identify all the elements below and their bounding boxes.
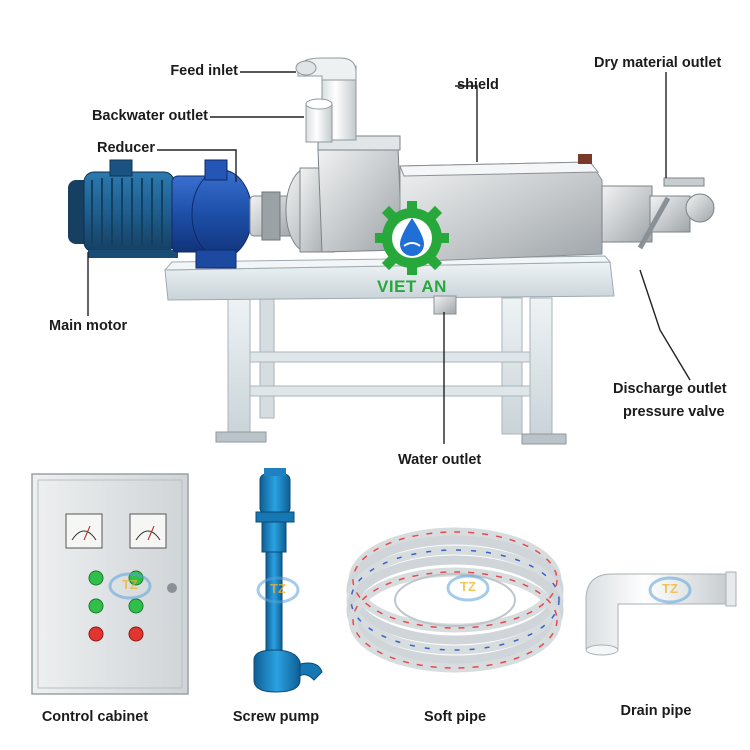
leader-shield [455,85,478,162]
water-outlet-nozzle [433,295,457,315]
screw-press-machine [68,57,715,445]
shield-cover [399,154,603,263]
control-cabinet [31,473,189,695]
viet-an-logo [375,201,449,275]
label-feed-inlet: Feed inlet [170,63,238,79]
label-water-outlet: Water outlet [398,452,482,468]
soft-pipe-coil [346,527,564,673]
logo-text: VIET AN [377,277,447,296]
watermark-soft-pipe: TZ [460,579,476,594]
label-reducer: Reducer [96,140,155,156]
label-main-motor: Main motor [49,318,128,334]
reducer-gearbox [171,159,253,269]
leader-reducer [157,149,237,182]
discharge-end [601,177,715,250]
label-shield: shield [457,77,499,93]
feed-hopper [317,135,403,253]
main-motor [68,159,178,258]
caption-drain-pipe: Drain pipe [620,703,692,719]
watermarks [108,572,692,604]
caption-control-cabinet: Control cabinet [41,709,149,725]
watermark-pump: TZ [270,581,286,596]
label-discharge-outlet-line1: Discharge outlet [613,381,727,397]
watermark-drain-pipe: TZ [662,581,678,596]
label-dry-material-outlet: Dry material outlet [594,55,722,71]
watermark-cabinet: TZ [122,577,138,592]
coupling [249,191,295,241]
drain-pipe [585,571,737,656]
leader-lines [87,71,691,444]
leader-discharge-outlet [639,269,691,381]
caption-soft-pipe: Soft pipe [423,709,487,725]
caption-screw-pump: Screw pump [232,709,320,725]
label-discharge-outlet-line2: pressure valve [623,404,725,420]
backwater-outlet-pipe [305,98,333,143]
label-backwater-outlet: Backwater outlet [91,108,208,124]
